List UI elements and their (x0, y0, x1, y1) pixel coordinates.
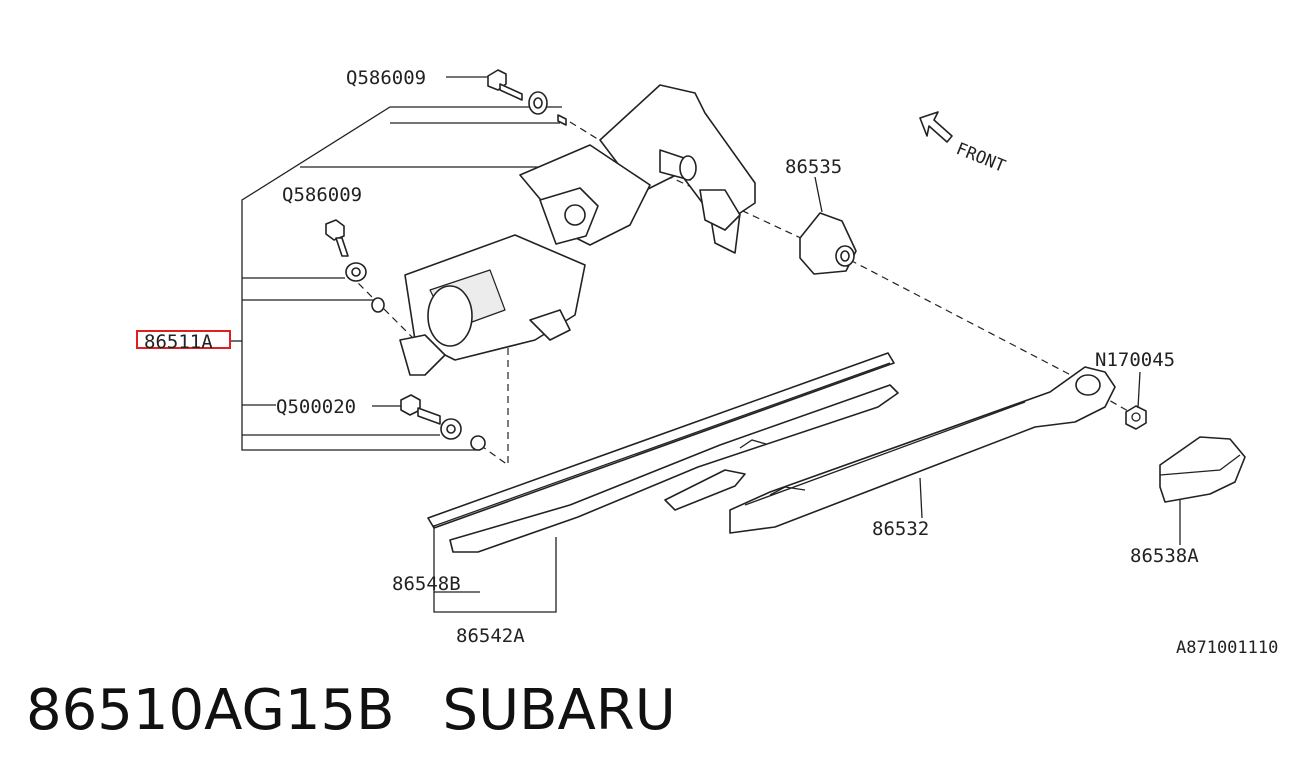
bolt-mid-part (325, 219, 385, 313)
footer-brand: SUBARU (442, 678, 676, 743)
cap-part (799, 212, 857, 275)
assembly-bracket (230, 76, 565, 451)
nut-part (1125, 405, 1147, 430)
label-bolt-low: Q500020 (276, 396, 356, 418)
label-arm-cover: 86538A (1130, 545, 1199, 567)
label-blade-rubber: 86548B (392, 573, 461, 595)
label-figure-code: A871001110 (1176, 638, 1278, 658)
arm-cover-part (1159, 436, 1246, 503)
highlight-box (136, 330, 231, 349)
label-front: FRONT (953, 139, 1008, 177)
footer-part-number: 86510AG15B (26, 678, 395, 743)
footer-caption: 86510AG15B SUBARU (26, 678, 676, 743)
label-blade-assembly: 86542A (456, 625, 525, 647)
label-leaders (433, 176, 1181, 613)
label-motor-assembly: 86511A (144, 331, 213, 353)
label-cap: 86535 (785, 156, 842, 178)
wiper-arm-part (729, 366, 1116, 534)
wiper-blade-part (427, 352, 899, 553)
front-arrow-icon (919, 111, 953, 143)
bolt-low-part (400, 394, 486, 451)
label-bolt-top: Q586009 (346, 67, 426, 89)
parts-diagram: Q586009 Q586009 86511A Q500020 86535 N17… (136, 67, 1278, 658)
wiper-motor-part (399, 84, 756, 376)
label-arm: 86532 (872, 518, 929, 540)
label-bolt-mid: Q586009 (282, 184, 362, 206)
label-nut: N170045 (1095, 349, 1175, 371)
bolt-top-part (487, 69, 567, 126)
